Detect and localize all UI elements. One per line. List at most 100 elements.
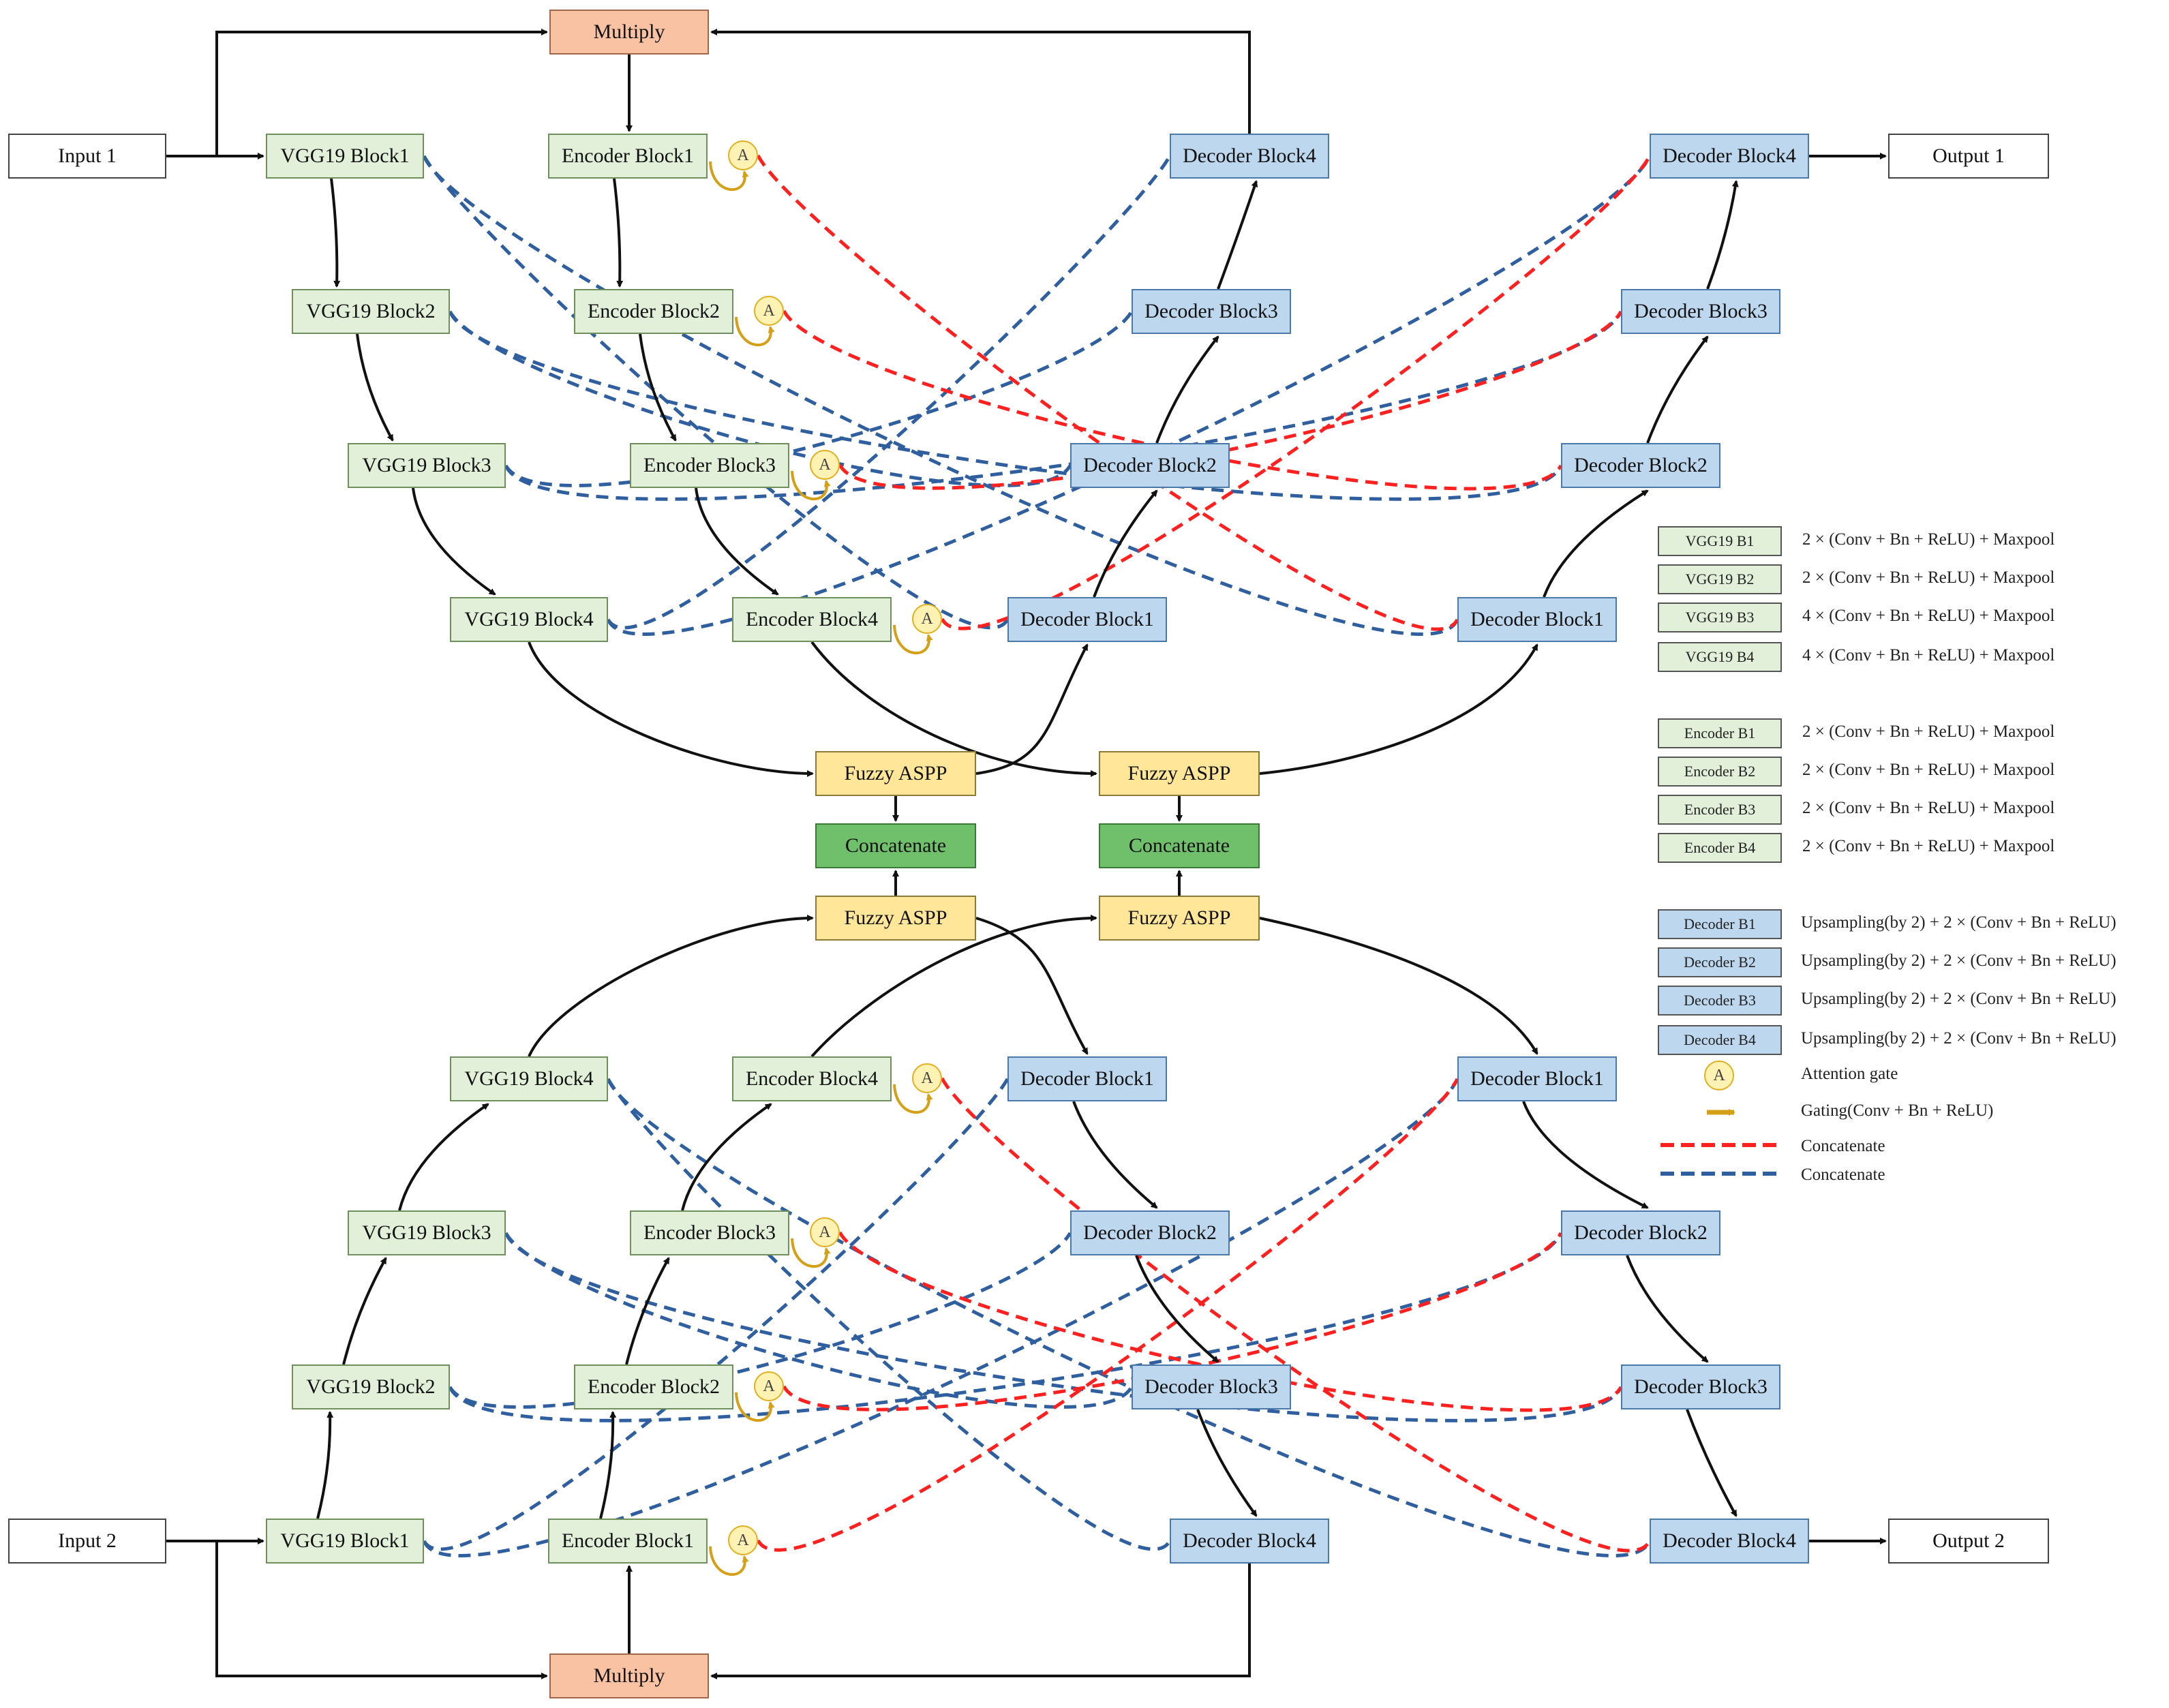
multiply-top-node: Multiply (549, 10, 709, 55)
legend-desc-decoder-b2: Upsampling(by 2) + 2 × (Conv + Bn + ReLU… (1801, 951, 2117, 970)
encoder-block3-top: Encoder Block3 (630, 443, 789, 488)
decoder-out-top-chain-1-to-2 (1543, 489, 1649, 598)
gating-arrow-1-b (709, 1546, 749, 1576)
legend-key-encoder-b3: Encoder B3 (1658, 795, 1782, 825)
legend-concat-red-label: Concatenate (1801, 1137, 1885, 1155)
legend-attention-gate-icon: A (1704, 1061, 1734, 1091)
legend-key-encoder-b4: Encoder B4 (1658, 833, 1782, 863)
decoder-top-chain-3-to-4 (1217, 180, 1258, 290)
legend-key-vgg19-b4: VGG19 B4 (1658, 642, 1782, 672)
encoder-block4-top: Encoder Block4 (732, 597, 892, 642)
blue-skip-vgg4-to-decoder4-b (606, 1078, 1172, 1551)
fuzzy-to-decoder1-bottom (975, 917, 1089, 1055)
concatenate-right: Concatenate (1099, 823, 1260, 868)
decoder-out-top-chain-2-to-3 (1646, 335, 1709, 444)
blue-skip-vgg4-to-decoder-out4-b (606, 1078, 1652, 1557)
blue-skip-vgg3-to-decoder3-t (504, 310, 1134, 487)
decoder-block2-bottom-out: Decoder Block2 (1561, 1210, 1720, 1255)
blue-skip-vgg1-to-decoder-out1-t (422, 155, 1459, 636)
gating-arrow-2-b (735, 1392, 775, 1422)
vgg-bottom-chain-1-to-2 (316, 1411, 334, 1519)
fuzzy-aspp-top-right: Fuzzy ASPP (1099, 751, 1260, 796)
vgg-bottom-chain-2-to-3 (342, 1257, 387, 1365)
attention-gate-4-bottom: A (912, 1063, 942, 1093)
legend-key-vgg19-b1: VGG19 B1 (1658, 526, 1782, 556)
gating-arrow-1-t (709, 161, 749, 192)
legend-desc-vgg19-b2: 2 × (Conv + Bn + ReLU) + Maxpool (1802, 568, 2055, 587)
attention-gate-2-bottom: A (754, 1371, 784, 1401)
decoder-block4-bottom: Decoder Block4 (1170, 1519, 1329, 1564)
fuzzy-to-decoder1-top (975, 643, 1089, 775)
encoder-block4-bottom: Encoder Block4 (732, 1056, 892, 1101)
decoder-block1-top: Decoder Block1 (1007, 597, 1167, 642)
encoder-top-chain-2-to-3 (639, 333, 677, 442)
fuzzy-aspp-top-left: Fuzzy ASPP (815, 751, 976, 796)
input1-to-multiply-arrow (215, 29, 548, 156)
red-skip-attention1-to-decoder-out1-b (756, 1078, 1459, 1552)
input-2-node: Input 2 (8, 1519, 166, 1564)
legend-key-decoder-b2: Decoder B2 (1658, 947, 1782, 977)
encoder-bottom-chain-2-to-3 (625, 1257, 670, 1365)
vgg-bottom-chain-3-to-4 (398, 1103, 489, 1211)
red-skip-attention1-to-decoder-out1-t (756, 154, 1459, 631)
decoder-block3-bottom-out: Decoder Block3 (1621, 1364, 1780, 1409)
encoder-block3-bottom: Encoder Block3 (630, 1210, 789, 1255)
fuzzy-aspp-bottom-left: Fuzzy ASPP (815, 896, 976, 941)
vgg19-block4-top: VGG19 Block4 (450, 597, 608, 642)
legend-concat-blue-label: Concatenate (1801, 1165, 1885, 1184)
legend-desc-encoder-b1: 2 × (Conv + Bn + ReLU) + Maxpool (1802, 722, 2055, 741)
blue-skip-vgg1-to-decoder1-t (422, 155, 1010, 630)
vgg-top-chain-2-to-3 (356, 333, 394, 442)
blue-skip-vgg4-to-decoder-out4-t (606, 155, 1652, 636)
input-1-node: Input 1 (8, 134, 166, 179)
legend-key-decoder-b4: Decoder B4 (1658, 1025, 1782, 1055)
decoder-bottom-chain-1-to-2 (1072, 1101, 1158, 1209)
decoder-block1-bottom: Decoder Block1 (1007, 1056, 1167, 1101)
decoder-block3-bottom: Decoder Block3 (1132, 1364, 1291, 1409)
decoder4-to-multiply-arrow (710, 29, 1251, 134)
decoder-block2-bottom: Decoder Block2 (1070, 1210, 1230, 1255)
decoder-block2-top: Decoder Block2 (1070, 443, 1230, 488)
attention-gate-3-top: A (810, 450, 840, 480)
decoder-block4-top: Decoder Block4 (1170, 134, 1329, 179)
blue-skip-vgg2-to-decoder2-b (448, 1232, 1072, 1409)
vgg19-block3-top: VGG19 Block3 (348, 443, 506, 488)
decoder-top-chain-1-to-2 (1093, 489, 1158, 598)
encoder-block1-bottom: Encoder Block1 (548, 1519, 708, 1564)
legend-key-vgg19-b3: VGG19 B3 (1658, 603, 1782, 632)
fuzzy-to-decoder1-out-bottom (1259, 917, 1538, 1055)
decoder-block3-top: Decoder Block3 (1132, 289, 1291, 334)
decoder-block2-top-out: Decoder Block2 (1561, 443, 1720, 488)
vgg-top-chain-3-to-4 (412, 487, 496, 596)
encoder-top-chain-1-to-2 (613, 178, 624, 288)
input2-to-multiply-arrow (215, 1541, 548, 1679)
encoder-block1-top: Encoder Block1 (548, 134, 708, 179)
decoder-block1-bottom-out: Decoder Block1 (1457, 1056, 1617, 1101)
vgg19-block2-bottom: VGG19 Block2 (292, 1364, 450, 1409)
vgg19-block1-top: VGG19 Block1 (266, 134, 424, 179)
vgg19-block1-bottom: VGG19 Block1 (266, 1519, 424, 1564)
encoder-block2-top: Encoder Block2 (574, 289, 733, 334)
legend-desc-vgg19-b1: 2 × (Conv + Bn + ReLU) + Maxpool (1802, 530, 2055, 549)
attention-gate-2-top: A (754, 296, 784, 326)
legend-key-vgg19-b2: VGG19 B2 (1658, 564, 1782, 594)
vgg-top-chain-1-to-2 (330, 178, 341, 288)
concatenate-left: Concatenate (815, 823, 976, 868)
encoder-top-chain-3-to-4 (695, 487, 779, 596)
gating-arrow-3-t (791, 470, 831, 501)
gating-arrow-3-b (791, 1238, 831, 1268)
decoder-out-bottom-chain-3-to-4 (1686, 1409, 1738, 1517)
multiply-bottom-node: Multiply (549, 1653, 709, 1698)
gating-arrow-4-b (893, 1084, 933, 1114)
legend-key-encoder-b2: Encoder B2 (1658, 757, 1782, 787)
legend-desc-encoder-b4: 2 × (Conv + Bn + ReLU) + Maxpool (1802, 837, 2055, 855)
legend-key-encoder-b1: Encoder B1 (1658, 718, 1782, 748)
decoder-block4-top-out: Decoder Block4 (1650, 134, 1809, 179)
vgg4-to-fuzzy-bottom-left (528, 915, 814, 1057)
decoder-block1-top-out: Decoder Block1 (1457, 597, 1617, 642)
decoder-block3-top-out: Decoder Block3 (1621, 289, 1780, 334)
legend-desc-encoder-b3: 2 × (Conv + Bn + ReLU) + Maxpool (1802, 799, 2055, 817)
blue-skip-vgg4-to-decoder4-t (606, 155, 1172, 630)
decoder-bottom-chain-3-to-4 (1196, 1409, 1258, 1517)
